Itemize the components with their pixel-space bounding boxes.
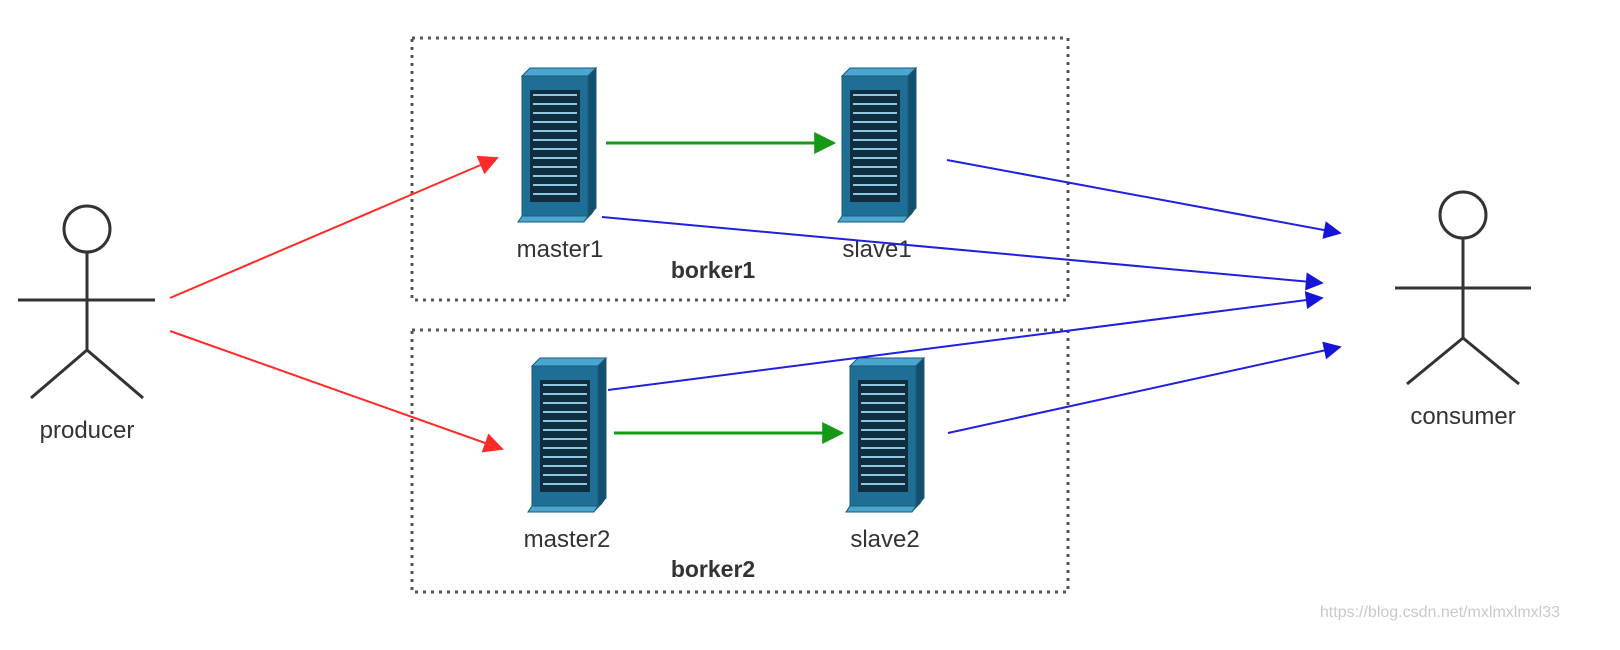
producer-to-master2-arrow (169, 330, 504, 453)
slave2-to-consumer-arrow (947, 341, 1342, 434)
slave1-to-consumer-arrow (946, 159, 1342, 239)
slave2-server-icon (845, 357, 925, 513)
watermark-text: https://blog.csdn.net/mxlmxlmxl33 (1320, 604, 1560, 621)
slave2-label: slave2 (850, 526, 919, 553)
master1-to-consumer-arrow (601, 216, 1324, 291)
consumer-actor-icon (1395, 190, 1531, 386)
consumer-label: consumer (1410, 403, 1515, 430)
master2-server-icon (527, 357, 607, 513)
producer-actor-icon (18, 204, 155, 400)
master2-label: master2 (524, 526, 611, 553)
master1-label: master1 (517, 236, 604, 263)
master1-server-icon (517, 67, 597, 223)
master2-to-consumer-arrow (607, 291, 1324, 391)
broker1-group (410, 36, 1070, 302)
broker2-group (410, 328, 1070, 594)
broker2-label: borker2 (671, 556, 755, 582)
producer-to-master1-arrow (169, 155, 499, 299)
slave1-server-icon (837, 67, 917, 223)
producer-label: producer (40, 417, 135, 444)
broker1-label: borker1 (671, 257, 756, 283)
